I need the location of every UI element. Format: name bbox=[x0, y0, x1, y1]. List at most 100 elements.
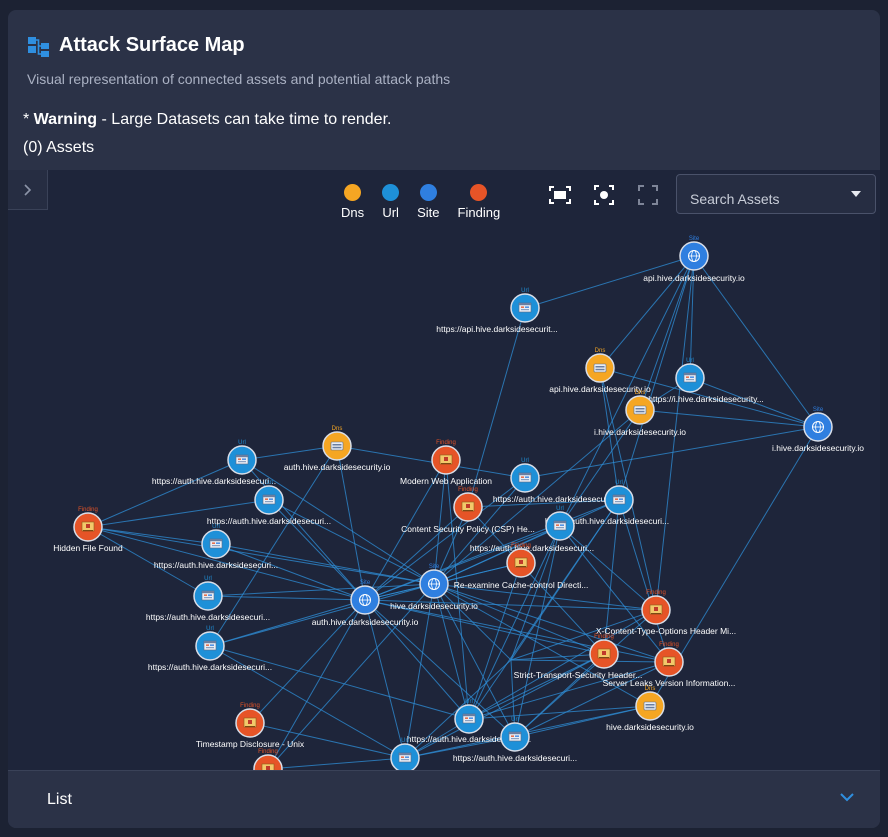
url-node-icon bbox=[209, 538, 223, 549]
center-focus-icon bbox=[594, 185, 614, 205]
graph-edge bbox=[249, 599, 366, 724]
caret-down-icon[interactable] bbox=[851, 191, 861, 197]
graph-node-url[interactable]: Urlhttps://auth.hive.darksidesecuri... bbox=[493, 458, 617, 504]
fullscreen-icon bbox=[638, 185, 658, 205]
graph-edge bbox=[510, 653, 605, 661]
search-assets-input[interactable] bbox=[677, 175, 847, 213]
graph-node-url[interactable]: Urlhttps://i.hive.darksidesecurity... bbox=[648, 358, 764, 404]
title-row: Attack Surface Map bbox=[28, 34, 245, 57]
graph-edge bbox=[209, 645, 406, 759]
legend-dot-url bbox=[382, 184, 400, 201]
chevron-down-icon[interactable] bbox=[840, 793, 854, 802]
legend-label-dns: Dns bbox=[341, 205, 365, 220]
graph-node-url[interactable]: Urlhttps://auth.hive.darksidesecuri... bbox=[148, 626, 272, 672]
legend-item-url: Url bbox=[382, 184, 400, 220]
graph-node-url[interactable]: Urlhttps://auth.hive.darksidesecuri... bbox=[152, 440, 276, 486]
attack-graph[interactable]: Siteapi.hive.darksidesecurity.ioUrlhttps… bbox=[8, 170, 880, 770]
finding-node-icon bbox=[649, 604, 663, 615]
graph-edges bbox=[87, 255, 819, 770]
url-node-icon bbox=[462, 713, 476, 724]
graph-edge bbox=[514, 661, 670, 738]
expand-panel-button[interactable] bbox=[8, 170, 48, 210]
graph-edge bbox=[268, 499, 435, 585]
node-label: https://auth.hive.darksidesecuri... bbox=[453, 753, 577, 763]
finding-node-icon bbox=[662, 656, 676, 667]
graph-edge bbox=[467, 499, 620, 508]
graph-edge bbox=[87, 526, 209, 597]
node-label: Strict-Transport-Security Header... bbox=[514, 670, 643, 680]
graph-edge bbox=[364, 506, 469, 601]
graph-node-url[interactable]: Urlhttps://auth.hive.darksidesecuri... bbox=[407, 699, 531, 744]
list-panel[interactable]: List bbox=[8, 770, 880, 828]
graph-edge bbox=[467, 307, 526, 508]
graph-edge bbox=[267, 583, 435, 770]
node-label: Content Security Policy (CSP) He... bbox=[401, 524, 535, 534]
node-type-label: Dns bbox=[332, 426, 343, 432]
graph-node-url[interactable]: Urlhttps://api.hive.darksidesecurit... bbox=[436, 288, 557, 334]
url-node-icon bbox=[518, 302, 532, 313]
graph-node-url[interactable]: Urlhttps://auth.hive.darksidesecuri... bbox=[470, 506, 594, 553]
url-node-icon bbox=[553, 520, 567, 531]
graph-edge bbox=[559, 255, 695, 527]
graph-edge bbox=[433, 525, 561, 585]
graph-edge bbox=[404, 659, 512, 759]
graph-edge bbox=[639, 255, 695, 411]
graph-edge bbox=[433, 583, 512, 661]
graph-edge bbox=[524, 255, 695, 309]
graph-edge bbox=[364, 525, 561, 601]
node-label: https://auth.hive.darksidesecuri... bbox=[148, 662, 272, 672]
graph-node-finding[interactable]: Finding bbox=[253, 749, 283, 770]
node-type-label: Finding bbox=[646, 590, 666, 596]
graph-node-url[interactable]: Urlhttps://auth.hive.darksidesecuri... bbox=[453, 717, 577, 763]
fullscreen-button[interactable] bbox=[635, 182, 661, 208]
legend-item-finding: Finding bbox=[458, 184, 500, 220]
graph-edge bbox=[268, 499, 366, 601]
graph-edge bbox=[241, 459, 435, 585]
center-focus-button[interactable] bbox=[591, 182, 617, 208]
fit-to-screen-button[interactable] bbox=[547, 182, 573, 208]
url-node-icon bbox=[398, 752, 412, 763]
fit-to-screen-icon bbox=[549, 186, 571, 204]
graph-edge bbox=[639, 409, 819, 428]
node-type-label: Site bbox=[689, 236, 700, 242]
graph-node-url[interactable]: Urlhttps://auth.hive.darksidesecuri... bbox=[154, 524, 278, 570]
graph-edge bbox=[209, 645, 470, 720]
node-type-label: Site bbox=[813, 407, 824, 413]
graph-edge bbox=[87, 499, 270, 528]
search-assets-select[interactable] bbox=[676, 174, 876, 214]
graph-node-url[interactable]: Urlhttps://auth.hive.darksidesecuri... bbox=[343, 738, 467, 770]
node-label: api.hive.darksidesecurity.io bbox=[549, 384, 651, 394]
graph-edge bbox=[433, 583, 516, 738]
dns-node-icon bbox=[593, 363, 607, 373]
node-label: hive.darksidesecurity.io bbox=[606, 722, 694, 732]
graph-node-url[interactable]: Urlhttps://auth.hive.darksidesecuri... bbox=[146, 576, 270, 622]
finding-node-icon bbox=[461, 501, 475, 512]
page-header: Attack Surface Map Visual representation… bbox=[8, 10, 880, 170]
page-subtitle: Visual representation of connected asset… bbox=[27, 71, 451, 87]
graph-edge bbox=[510, 525, 561, 661]
node-label: https://i.hive.darksidesecurity... bbox=[648, 394, 764, 404]
graph-node-url[interactable]: Urlhttps://auth.hive.darksidesecuri... bbox=[207, 480, 331, 526]
graph-node-url[interactable]: Urlhttps://auth.hive.darksidesecuri... bbox=[545, 480, 669, 526]
graph-edge bbox=[404, 653, 605, 759]
graph-edge bbox=[364, 477, 526, 601]
graph-edge bbox=[336, 445, 366, 601]
node-circle[interactable] bbox=[253, 754, 283, 770]
